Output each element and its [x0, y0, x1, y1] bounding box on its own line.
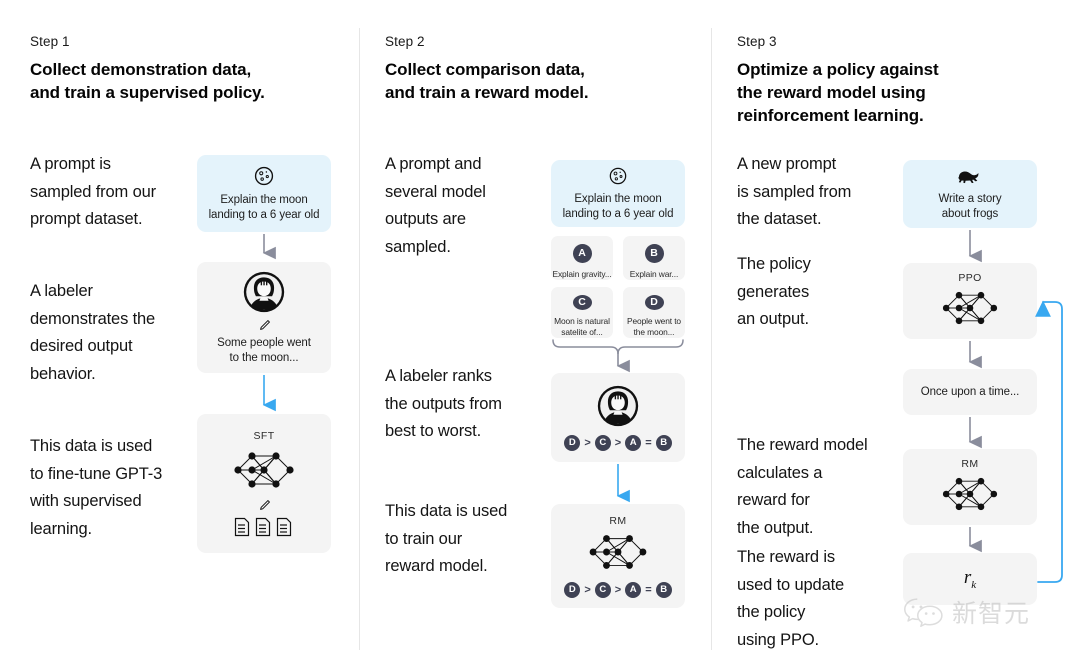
card-new-prompt[interactable]: Write a story about frogs [903, 160, 1037, 228]
card-ppo-label: PPO [958, 272, 982, 284]
step-label: Step 1 [30, 34, 70, 49]
neural-network-icon [231, 446, 297, 494]
paragraph-3: This data is used to train our reward mo… [385, 502, 508, 575]
output-card-b[interactable]: B Explain war... [623, 236, 685, 280]
moon-icon [253, 165, 275, 187]
ranking-row: D > C > A = B [564, 435, 672, 451]
column-divider-2 [711, 28, 712, 650]
documents-icon [233, 516, 295, 538]
output-text-d: People went to the moon... [626, 316, 681, 337]
reward-formula: rk [964, 567, 976, 591]
card-ppo-model[interactable]: PPO [903, 263, 1037, 339]
column-step-1: Step 1 Collect demonstration data, and t… [0, 0, 359, 663]
labeler-avatar-icon [596, 384, 640, 428]
pencil-icon [257, 318, 272, 333]
rank-badge-1: D [564, 581, 581, 598]
output-card-d[interactable]: D People went to the moon... [623, 287, 685, 338]
rank-badge-2: C [594, 581, 611, 598]
card-output[interactable]: Once upon a time... [903, 369, 1037, 415]
card-prompt-text: Explain the moon landing to a 6 year old [208, 193, 320, 221]
neural-network-icon [939, 472, 1001, 516]
column-step-3: Step 3 Optimize a policy against the rew… [712, 0, 1080, 663]
paragraph-1: A prompt is sampled from our prompt data… [30, 155, 156, 228]
output-card-c[interactable]: C Moon is natural satelite of... [551, 287, 613, 338]
step-label: Step 2 [385, 34, 425, 49]
ranking-row: D > C > A = B [564, 581, 672, 598]
watermark: 新智元 [902, 596, 1030, 630]
pencil-icon [257, 498, 272, 513]
frog-icon [956, 166, 984, 186]
badge-a: A [572, 244, 592, 263]
rank-badge-4: B [655, 435, 672, 451]
reward-formula-sub: k [971, 578, 977, 591]
card-rm-model[interactable]: RM [903, 449, 1037, 525]
paragraph-3: The reward model calculates a reward for… [737, 436, 868, 537]
rank-op-2: > [614, 437, 622, 449]
card-prompt-text: Explain the moon landing to a 6 year old [562, 192, 674, 220]
card-sft-model[interactable]: SFT [197, 414, 331, 553]
output-text-b: Explain war... [629, 269, 679, 279]
reward-formula-base: r [963, 567, 972, 589]
column-step-2: Step 2 Collect comparison data, and trai… [360, 0, 711, 663]
output-text-c: Moon is natural satelite of... [554, 316, 610, 337]
card-labeler-rank[interactable]: D > C > A = B [551, 373, 685, 462]
rank-badge-3: A [625, 581, 642, 598]
paragraph-1: A prompt and several model outputs are s… [385, 155, 486, 256]
badge-d: D [644, 295, 664, 310]
rank-badge-3: A [625, 435, 642, 451]
card-rm-model[interactable]: RM [551, 504, 685, 608]
rank-op-2: > [614, 583, 622, 596]
step-label: Step 3 [737, 34, 777, 49]
rank-op-1: > [584, 583, 591, 596]
moon-icon [608, 166, 628, 186]
step-title: Collect comparison data, and train a rew… [385, 60, 589, 102]
paragraph-2: A labeler ranks the outputs from best to… [385, 367, 502, 440]
rank-badge-1: D [564, 435, 581, 451]
card-reward[interactable]: rk [903, 553, 1037, 605]
neural-network-icon [939, 286, 1001, 330]
paragraph-2: The policy generates an output. [737, 255, 811, 328]
rank-op-3: = [645, 437, 652, 449]
card-sft-label: SFT [253, 429, 275, 442]
card-prompt[interactable]: Explain the moon landing to a 6 year old [551, 160, 685, 227]
neural-network-icon [585, 529, 651, 575]
rank-op-1: > [584, 437, 591, 449]
card-new-prompt-text: Write a story about frogs [938, 193, 1002, 220]
paragraph-2: A labeler demonstrates the desired outpu… [30, 282, 156, 383]
output-text-a: Explain gravity... [552, 269, 612, 279]
rank-badge-4: B [655, 581, 672, 598]
rank-badge-2: C [594, 435, 611, 451]
card-labeler-demo[interactable]: Some people went to the moon... [197, 262, 331, 373]
output-card-a[interactable]: A Explain gravity... [551, 236, 613, 280]
paragraph-3: This data is used to fine-tune GPT-3 wit… [30, 437, 163, 538]
paragraph-1: A new prompt is sampled from the dataset… [737, 155, 852, 228]
labeler-avatar-icon [242, 270, 286, 314]
card-demo-text: Some people went to the moon... [217, 336, 311, 364]
card-output-text: Once upon a time... [920, 385, 1020, 398]
badge-b: B [644, 244, 664, 263]
watermark-text: 新智元 [952, 598, 1031, 628]
step-title: Collect demonstration data, and train a … [30, 60, 265, 102]
card-prompt[interactable]: Explain the moon landing to a 6 year old [197, 155, 331, 232]
paragraph-4: The reward is used to update the policy … [737, 548, 845, 649]
badge-c: C [572, 295, 592, 310]
wechat-icon [902, 596, 946, 630]
column-divider-1 [359, 28, 360, 650]
rank-op-3: = [645, 583, 652, 596]
card-rm-label: RM [609, 514, 627, 527]
card-rm-label: RM [961, 458, 979, 470]
step-title: Optimize a policy against the reward mod… [737, 60, 939, 125]
